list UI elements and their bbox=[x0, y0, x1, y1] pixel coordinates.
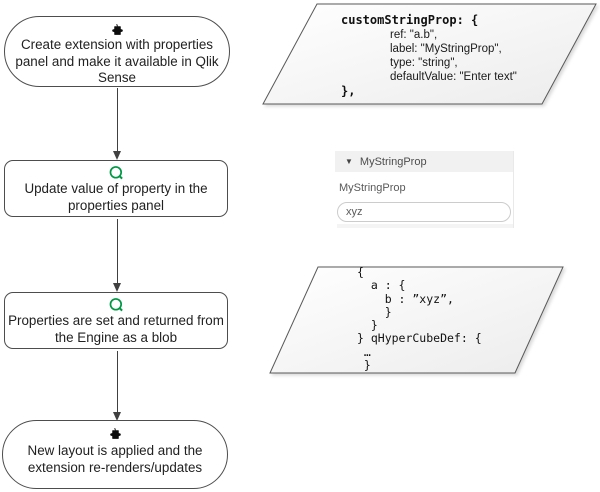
chevron-down-icon[interactable]: ▼ bbox=[345, 156, 353, 166]
property-value-input[interactable] bbox=[337, 202, 511, 222]
code-line: type: "string", bbox=[390, 57, 458, 69]
qlik-q-icon bbox=[108, 297, 125, 312]
field-label: MyStringProp bbox=[339, 182, 406, 194]
code-line: defaultValue: "Enter text" bbox=[390, 71, 517, 83]
flow-node-label: New layout is applied and the extension … bbox=[27, 443, 203, 475]
accordion-header[interactable]: ▼ MyStringProp bbox=[335, 151, 513, 172]
properties-panel: ▼ MyStringProp MyStringProp bbox=[335, 151, 514, 228]
flow-node-engine-blob: Properties are set and returned from the… bbox=[4, 292, 228, 349]
flow-node-label: Properties are set and returned from the… bbox=[8, 313, 224, 345]
flow-arrow-2 bbox=[113, 219, 121, 292]
flow-node-update-property: Update value of property in the properti… bbox=[4, 160, 228, 217]
code-line: customStringProp: { bbox=[341, 13, 479, 27]
flow-node-new-layout: New layout is applied and the extension … bbox=[2, 420, 228, 489]
code-line: }, bbox=[341, 84, 356, 98]
parallelogram-property-definition bbox=[262, 3, 597, 105]
flow-node-label: Create extension with properties panel a… bbox=[15, 37, 219, 85]
code-line: ref: "a.b", bbox=[390, 29, 438, 41]
accordion-body: MyStringProp bbox=[335, 172, 513, 228]
code-property-definition: customStringProp: { ref: "a.b", label: "… bbox=[341, 13, 517, 99]
code-line: label: "MyStringProp", bbox=[390, 43, 502, 55]
flow-node-create-extension: Create extension with properties panel a… bbox=[4, 16, 230, 87]
flow-arrow-3 bbox=[113, 351, 121, 421]
parallelogram-engine-blob bbox=[269, 266, 564, 374]
panel-bottom-strip bbox=[337, 224, 513, 228]
code-engine-blob: { a : { b : ”xyz”, } } } qHyperCubeDef: … bbox=[357, 265, 482, 373]
qlik-q-icon bbox=[108, 165, 125, 180]
accordion-header-label: MyStringProp bbox=[359, 155, 427, 168]
puzzle-piece-icon bbox=[109, 427, 122, 442]
puzzle-piece-icon bbox=[111, 23, 124, 36]
flow-node-label: Update value of property in the properti… bbox=[24, 181, 208, 213]
flow-arrow-1 bbox=[113, 88, 121, 160]
